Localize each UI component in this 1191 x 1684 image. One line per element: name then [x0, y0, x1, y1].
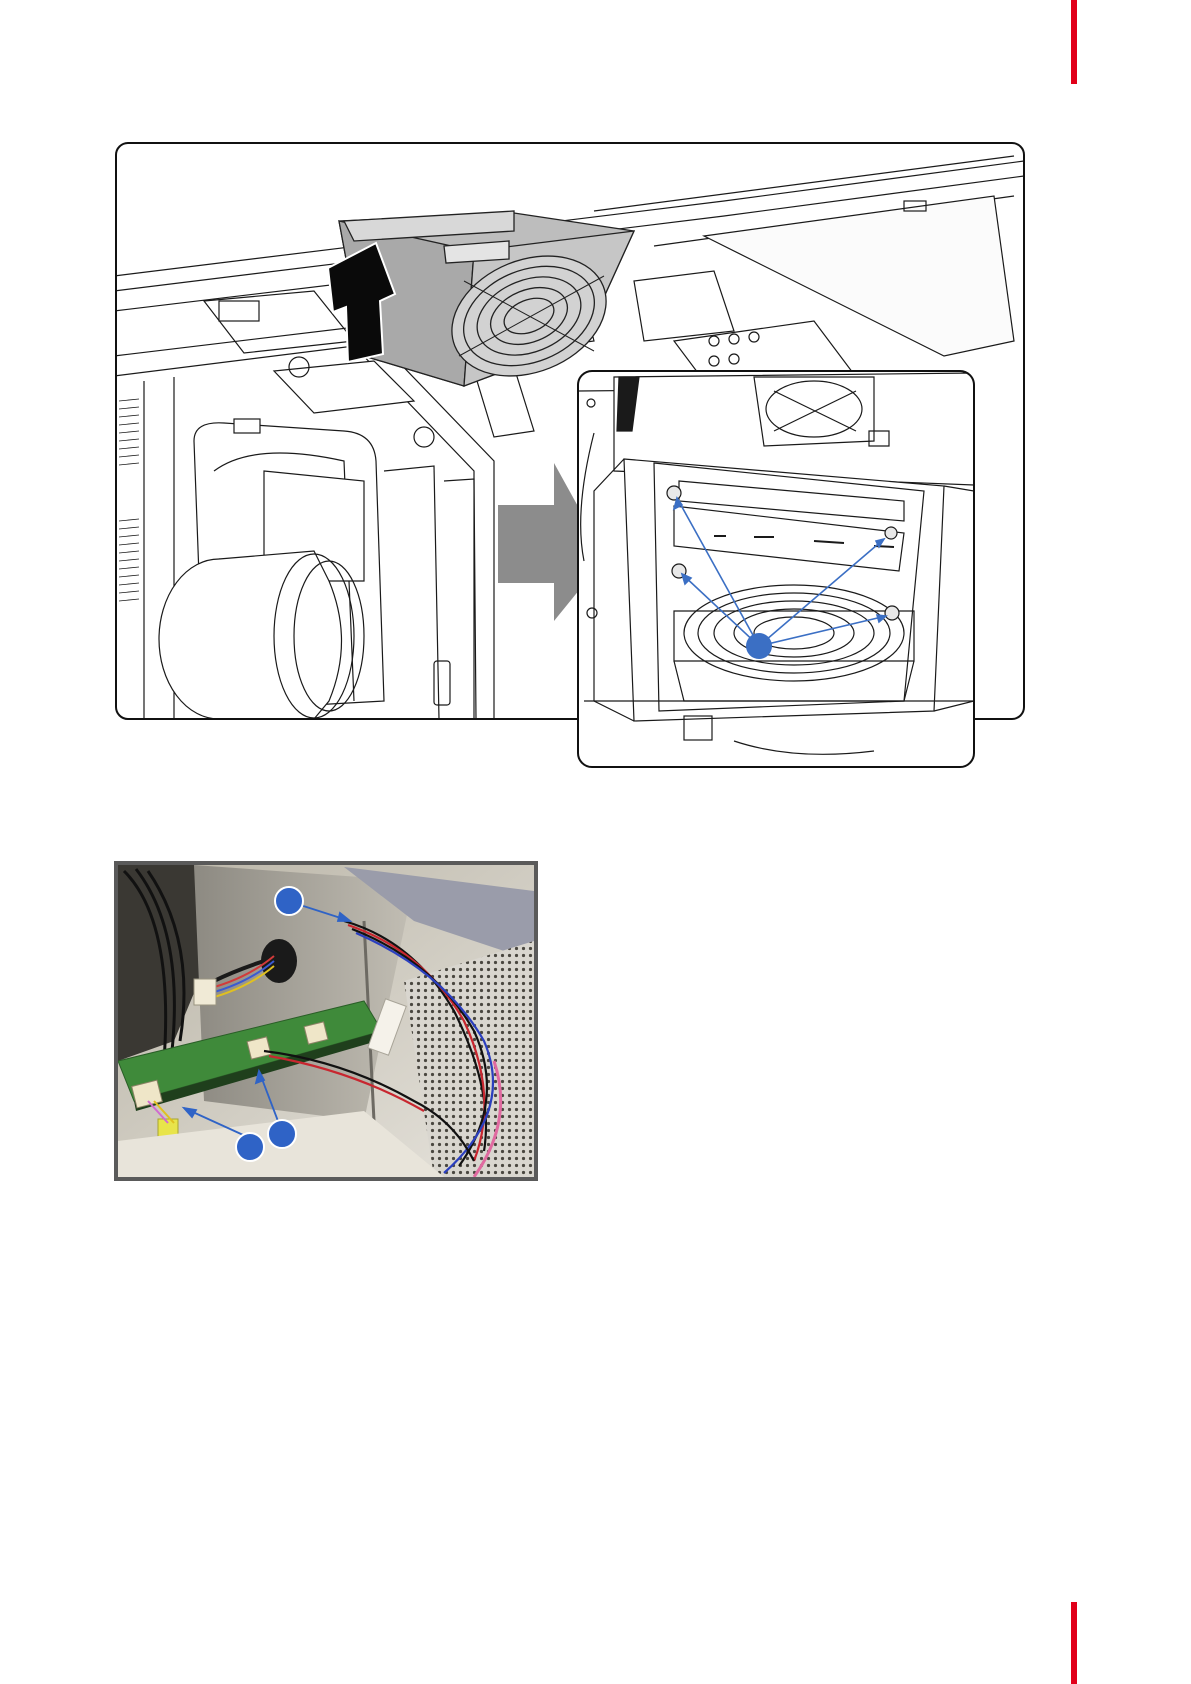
photo-svg	[114, 861, 538, 1181]
brand-red-bar-top	[1071, 0, 1077, 84]
illustration-svg	[114, 141, 1026, 769]
callout-marker	[268, 1120, 296, 1148]
fan-removal-illustration	[114, 141, 1026, 769]
callout-marker	[275, 887, 303, 915]
zoom-inset-drawing	[578, 373, 974, 754]
callout-marker	[746, 633, 772, 659]
brand-red-bar-bottom	[1071, 1602, 1077, 1684]
callout-marker	[236, 1133, 264, 1161]
wiring-photo	[114, 861, 538, 1181]
